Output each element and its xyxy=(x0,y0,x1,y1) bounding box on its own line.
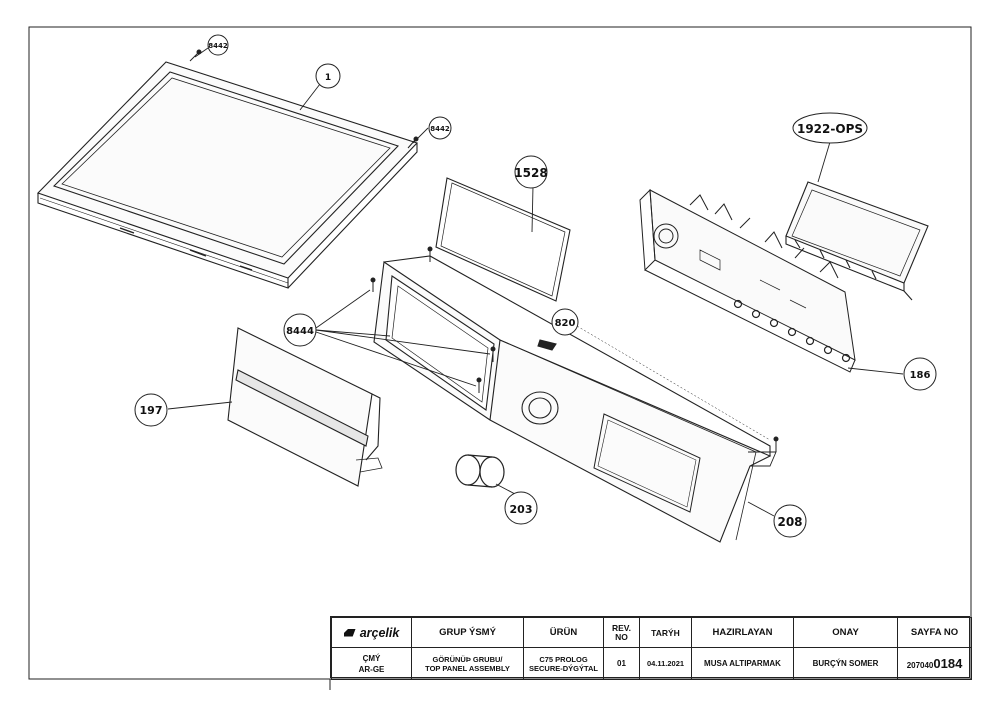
header-rev: REV. NO xyxy=(603,617,640,648)
callout-203: 203 xyxy=(504,491,538,525)
svg-text:1922-OPS: 1922-OPS xyxy=(797,122,863,136)
leader-lines xyxy=(167,47,904,517)
prepared-by: MUSA ALTIPARMAK xyxy=(691,647,794,680)
callout-186: 186 xyxy=(903,357,937,391)
rev-no: 01 xyxy=(603,647,640,680)
svg-text:1528: 1528 xyxy=(514,166,547,180)
svg-text:186: 186 xyxy=(910,370,931,381)
callout-8442-left: 8442 xyxy=(207,34,229,56)
group-name: GÖRÜNÜÞ GRUBU/ TOP PANEL ASSEMBLY xyxy=(411,647,524,680)
top-cover-part xyxy=(36,61,419,289)
svg-text:8442: 8442 xyxy=(208,42,228,50)
header-prepared: HAZIRLAYAN xyxy=(691,617,794,648)
window-frame-part xyxy=(435,177,571,302)
svg-text:8444: 8444 xyxy=(286,326,314,337)
logo-mark-icon xyxy=(343,628,356,637)
product-name: C75 PROLOG SECURE-DÝGÝTAL xyxy=(523,647,604,680)
callout-208: 208 xyxy=(773,504,807,538)
callout-1528: 1528 xyxy=(514,155,548,189)
svg-text:8442: 8442 xyxy=(430,125,450,133)
control-panel-part xyxy=(373,255,777,543)
callout-1: 1 xyxy=(315,63,341,89)
drawer-front-part xyxy=(227,327,383,487)
display-bracket-part xyxy=(785,181,929,301)
screw-top-left xyxy=(189,49,202,62)
callout-8444: 8444 xyxy=(283,313,317,347)
header-group: GRUP ÝSMÝ xyxy=(411,617,524,648)
svg-text:203: 203 xyxy=(510,503,533,516)
svg-text:820: 820 xyxy=(555,318,576,329)
header-approved: ONAY xyxy=(793,617,898,648)
knob-part xyxy=(455,454,505,488)
department: ÇMÝ AR-GE xyxy=(331,647,412,680)
callout-197: 197 xyxy=(134,393,168,427)
callout-1922-ops: 1922-OPS xyxy=(792,112,868,144)
sheet-number: 2070400184 xyxy=(897,647,972,680)
callout-8442-right: 8442 xyxy=(428,116,452,140)
title-block: arçelik GRUP ÝSMÝ ÜRÜN REV. NO TARÝH HAZ… xyxy=(330,616,972,680)
header-product: ÜRÜN xyxy=(523,617,604,648)
svg-text:208: 208 xyxy=(777,515,802,529)
svg-text:197: 197 xyxy=(140,404,163,417)
electronic-card-part xyxy=(639,188,856,373)
approved-by: BURÇÝN SOMER xyxy=(793,647,898,680)
svg-text:1: 1 xyxy=(325,73,331,83)
company-logo: arçelik xyxy=(331,617,412,648)
header-date: TARÝH xyxy=(639,617,692,648)
callout-820: 820 xyxy=(551,308,579,336)
header-sheet: SAYFA NO xyxy=(897,617,972,648)
screw-top-right xyxy=(407,136,419,149)
date-value: 04.11.2021 xyxy=(639,647,692,680)
panel-screws xyxy=(370,246,779,452)
